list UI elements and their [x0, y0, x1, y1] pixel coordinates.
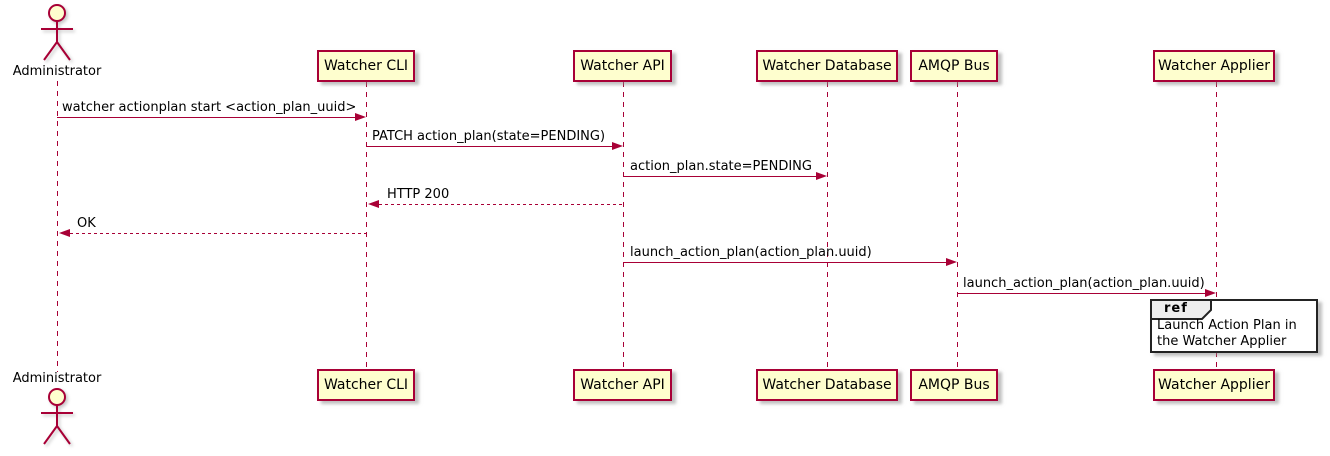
participant-amqp-bus-top: AMQP Bus — [910, 50, 998, 82]
ref-fragment-text: Launch Action Plan in the Watcher Applie… — [1157, 318, 1297, 349]
lifeline-administrator — [57, 81, 58, 372]
participant-watcher-applier-bottom: Watcher Applier — [1153, 369, 1275, 401]
message-3-label: action_plan.state=PENDING — [630, 159, 812, 174]
lifeline-watcher-api — [623, 82, 624, 369]
message-5-label: OK — [77, 216, 96, 231]
participant-watcher-database-top: Watcher Database — [756, 50, 898, 82]
participant-amqp-bus-bottom: AMQP Bus — [910, 369, 998, 401]
ref-fragment-header-icon — [1150, 299, 1212, 320]
message-2-line — [366, 146, 614, 147]
message-5-arrowhead-icon — [59, 229, 70, 237]
ref-fragment-keyword: ref — [1164, 301, 1188, 316]
message-1-arrowhead-icon — [355, 113, 366, 121]
message-2-label: PATCH action_plan(state=PENDING) — [372, 129, 606, 144]
actor-administrator-icon-bottom — [41, 388, 73, 445]
message-4-line — [379, 204, 623, 205]
actor-administrator-label-top: Administrator — [12, 64, 102, 79]
lifeline-amqp-bus — [957, 82, 958, 369]
message-6-line — [623, 262, 948, 263]
ref-fragment: ref Launch Action Plan in the Watcher Ap… — [1150, 299, 1318, 353]
message-4-label: HTTP 200 — [387, 187, 450, 202]
message-7-line — [957, 293, 1207, 294]
message-6-label: launch_action_plan(action_plan.uuid) — [630, 245, 872, 260]
participant-watcher-cli-top: Watcher CLI — [317, 50, 415, 82]
message-6-arrowhead-icon — [946, 258, 957, 266]
participant-watcher-api-top: Watcher API — [573, 50, 672, 82]
lifeline-watcher-applier — [1216, 82, 1217, 369]
message-7-arrowhead-icon — [1205, 289, 1216, 297]
actor-administrator-icon-top — [41, 4, 73, 61]
message-5-line — [70, 233, 366, 234]
participant-watcher-cli-bottom: Watcher CLI — [317, 369, 415, 401]
message-2-arrowhead-icon — [612, 142, 623, 150]
participant-watcher-applier-top: Watcher Applier — [1153, 50, 1275, 82]
message-7-label: launch_action_plan(action_plan.uuid) — [963, 276, 1205, 291]
message-3-arrowhead-icon — [816, 172, 827, 180]
message-4-arrowhead-icon — [368, 200, 379, 208]
participant-watcher-api-bottom: Watcher API — [573, 369, 672, 401]
message-1-label: watcher actionplan start <action_plan_uu… — [62, 100, 357, 115]
participant-watcher-database-bottom: Watcher Database — [756, 369, 898, 401]
message-3-line — [623, 176, 819, 177]
lifeline-watcher-cli — [366, 82, 367, 369]
message-1-line — [57, 117, 357, 118]
lifeline-watcher-database — [827, 82, 828, 369]
actor-administrator-label-bottom: Administrator — [12, 371, 102, 386]
